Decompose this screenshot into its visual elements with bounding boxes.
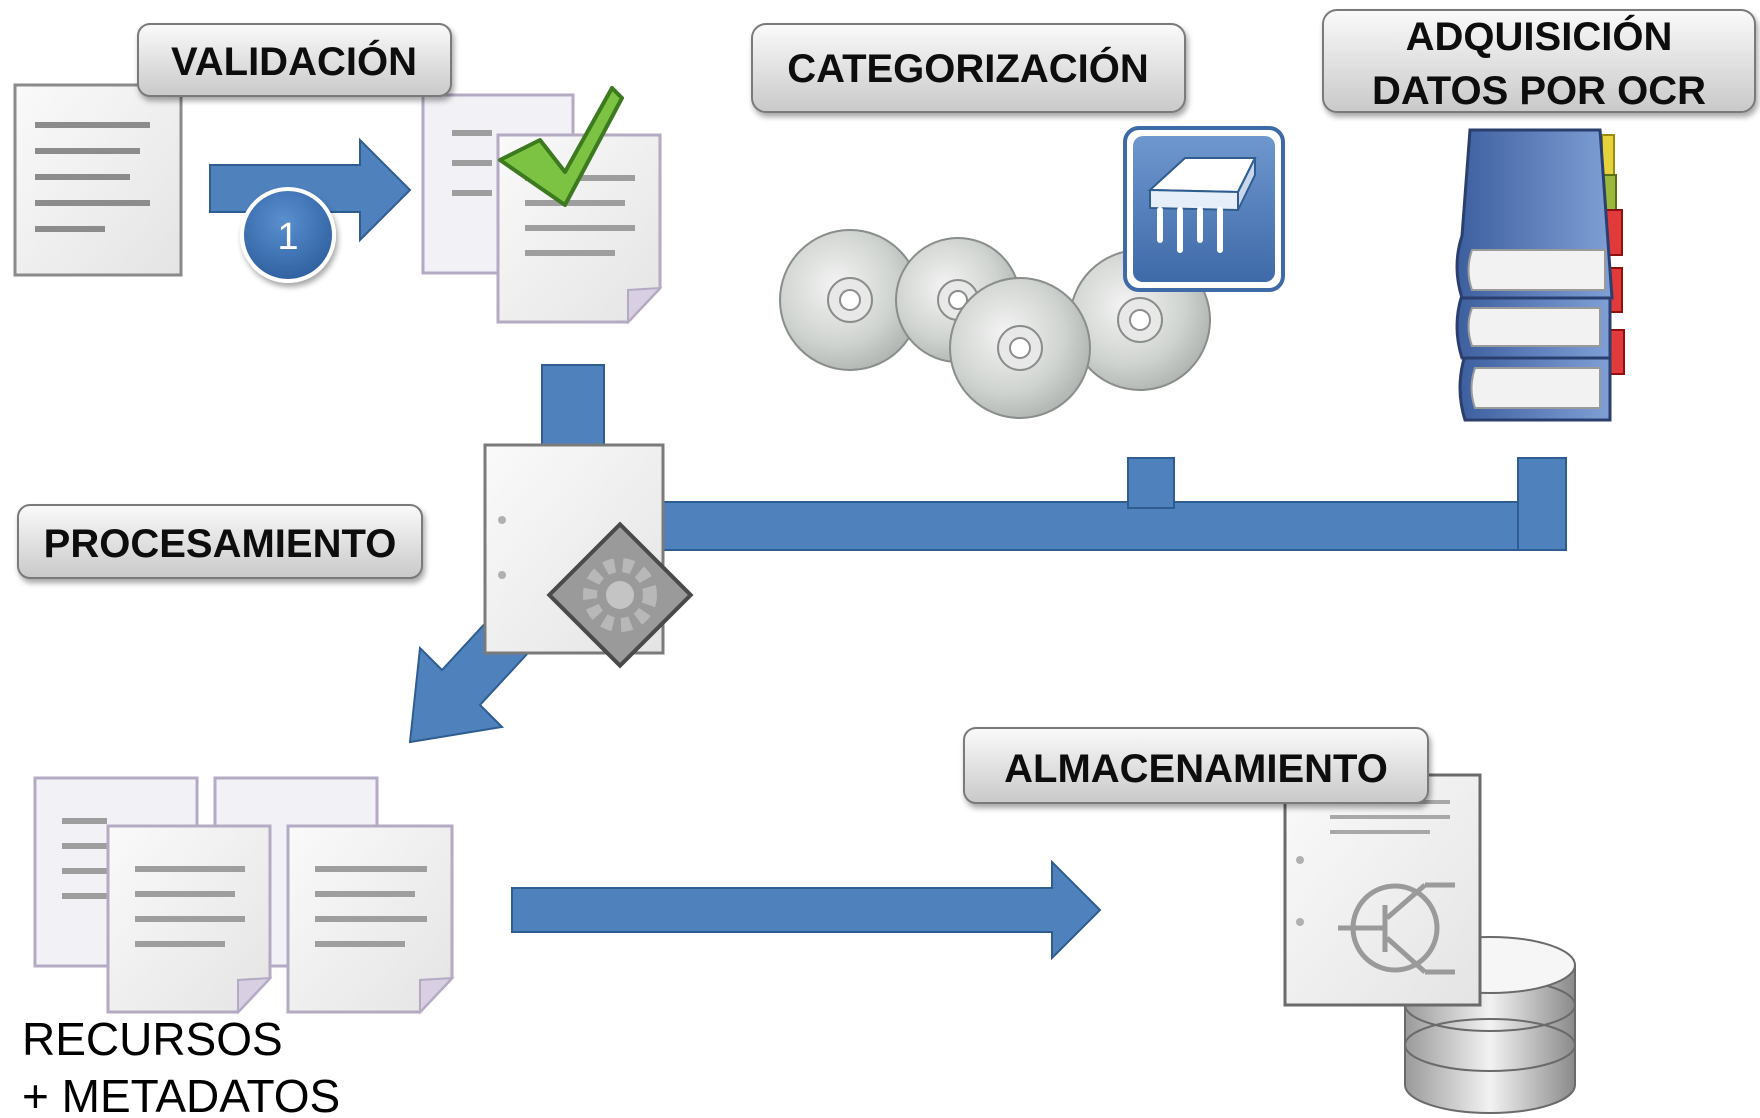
step-badge-number: 1 bbox=[277, 216, 298, 258]
label-validacion: VALIDACIÓN bbox=[137, 23, 452, 97]
cd-disc bbox=[949, 277, 1091, 419]
label-adquisicion-line2: DATOS POR OCR bbox=[1372, 69, 1706, 113]
output-label-line1: RECURSOS bbox=[22, 1013, 283, 1065]
label-almacenamiento-text: ALMACENAMIENTO bbox=[1004, 747, 1388, 791]
label-validacion-text: VALIDACIÓN bbox=[171, 38, 417, 84]
document-icon bbox=[13, 83, 183, 277]
label-adquisicion: ADQUISICIÓN DATOS POR OCR bbox=[1322, 9, 1756, 113]
gear-icon bbox=[546, 521, 694, 669]
output-label-line2: + METADATOS bbox=[22, 1070, 340, 1118]
label-procesamiento-text: PROCESAMIENTO bbox=[44, 522, 397, 566]
connector-horizontal-bus bbox=[599, 501, 1567, 551]
checkmark-icon bbox=[498, 86, 624, 207]
arrow-storage bbox=[511, 859, 1102, 961]
step-badge: 1 bbox=[240, 187, 336, 283]
connector-ocr-down bbox=[1517, 457, 1567, 551]
connector-to-processing bbox=[541, 364, 1567, 551]
label-categorizacion: CATEGORIZACIÓN bbox=[751, 23, 1186, 113]
document-page bbox=[106, 824, 273, 1015]
schematic-document-icon bbox=[1283, 773, 1482, 1007]
documents-stack-icon bbox=[33, 776, 455, 1015]
cd-disc bbox=[779, 229, 921, 371]
label-almacenamiento: ALMACENAMIENTO bbox=[963, 727, 1429, 804]
document-page bbox=[286, 824, 455, 1015]
label-adquisicion-line1: ADQUISICIÓN bbox=[1406, 13, 1673, 59]
label-procesamiento: PROCESAMIENTO bbox=[17, 504, 423, 579]
validated-document-icon bbox=[421, 93, 663, 325]
label-categorizacion-text: CATEGORIZACIÓN bbox=[787, 45, 1148, 91]
connector-categorization-down bbox=[1127, 457, 1175, 509]
connector-validation-down bbox=[541, 364, 605, 456]
arrow-validation bbox=[209, 137, 412, 243]
book-stack-icon bbox=[1455, 128, 1625, 422]
microchip-icon bbox=[1123, 126, 1285, 292]
